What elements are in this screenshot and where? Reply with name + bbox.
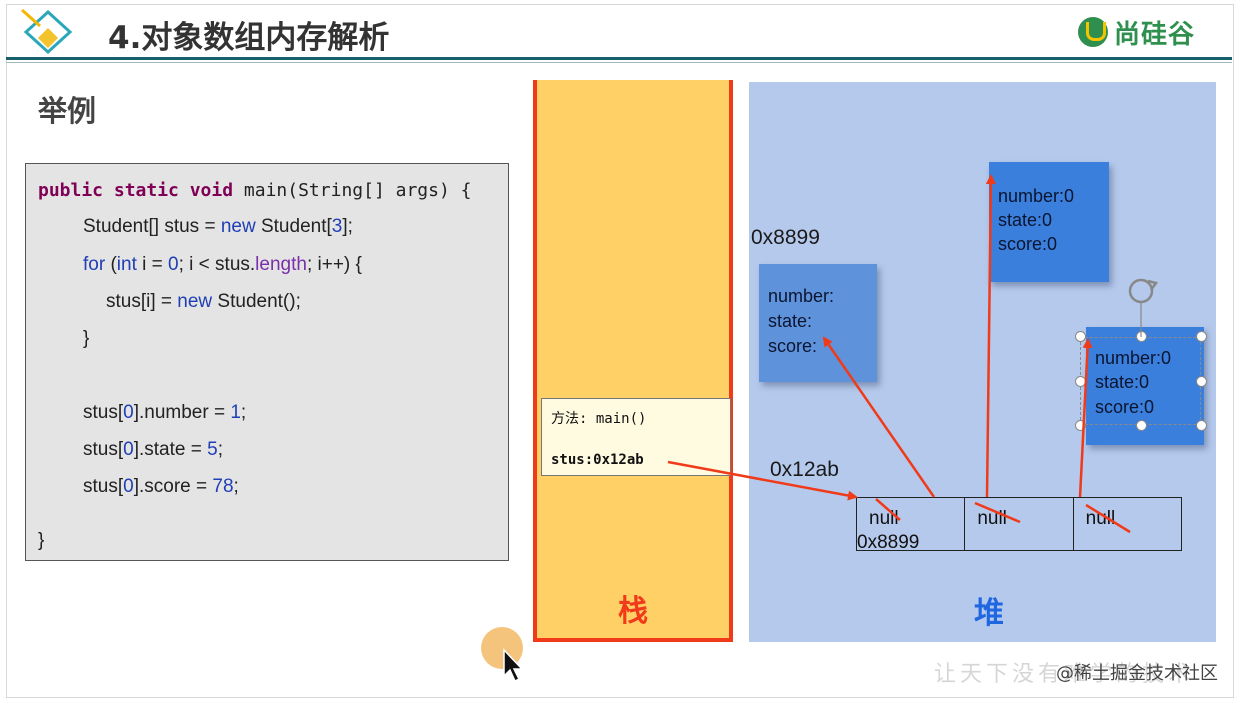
code-line-7: stus[0].state = 5; xyxy=(83,439,223,460)
object-field-state: state:0 xyxy=(998,210,1053,230)
cell-address: 0x8899 xyxy=(857,532,920,553)
mouse-cursor-icon xyxy=(503,648,524,683)
logo-diamond-icon xyxy=(21,8,73,55)
object-field-state: state:0 xyxy=(1095,372,1150,392)
resize-handle[interactable] xyxy=(1136,420,1147,431)
array-address-label: 0x12ab xyxy=(770,458,839,481)
object-field-number: number:0 xyxy=(998,186,1075,206)
code-line-1: public static void main(String[] args) { xyxy=(38,180,472,201)
brand-name: 尚硅谷 xyxy=(1114,19,1196,50)
code-line-8: stus[0].score = 78; xyxy=(83,476,239,497)
cell1-to-object2-arrow xyxy=(985,174,996,498)
code-line-4: stus[i] = new Student(); xyxy=(106,291,301,312)
strike-null-2 xyxy=(1085,503,1131,534)
object-field-state: state: xyxy=(768,311,813,331)
resize-handle[interactable] xyxy=(1075,420,1086,431)
resize-handle[interactable] xyxy=(1196,420,1207,431)
student-object-2: number:0 state:0 score:0 xyxy=(989,162,1109,282)
rotate-handle-icon[interactable] xyxy=(1128,278,1159,304)
object-field-score: score: xyxy=(768,336,818,356)
header-rule xyxy=(6,57,1232,60)
code-line-3: for (int i = 0; i < stus.length; i++) { xyxy=(83,254,362,275)
brand-logo-icon xyxy=(1078,17,1108,47)
section-label: 举例 xyxy=(38,94,97,128)
frame-variable: stus:0x12ab xyxy=(551,452,644,468)
code-line-2: Student[] stus = new Student[3]; xyxy=(83,216,353,237)
stack-label: 栈 xyxy=(618,594,648,629)
code-line-9: } xyxy=(38,530,45,551)
heap-label: 堆 xyxy=(974,596,1004,631)
strike-null-1 xyxy=(974,501,1021,524)
strike-null-0 xyxy=(875,498,901,521)
object-field-score: score:0 xyxy=(998,234,1058,254)
cell0-to-object1-arrow xyxy=(822,336,936,498)
cell-value: null xyxy=(1085,508,1116,529)
slide-title: 4.对象数组内存解析 xyxy=(108,20,390,56)
frame-method: 方法: main() xyxy=(551,411,647,427)
resize-handle[interactable] xyxy=(1075,331,1086,342)
brand: 尚硅谷 xyxy=(1078,14,1195,50)
cell2-to-object3-arrow xyxy=(1078,338,1093,498)
resize-handle[interactable] xyxy=(1196,331,1207,342)
code-line-6: stus[0].number = 1; xyxy=(83,402,247,423)
resize-handle[interactable] xyxy=(1196,376,1207,387)
object-field-number: number:0 xyxy=(1095,348,1172,368)
student-array: null 0x8899 null null xyxy=(856,497,1182,553)
stack-area xyxy=(533,80,733,642)
student-object-1: number: state: score: xyxy=(759,264,877,382)
object-address-label: 0x8899 xyxy=(751,226,820,249)
array-cell-2: null xyxy=(1074,498,1181,550)
header-rule-thin xyxy=(6,62,1232,63)
code-block: public static void main(String[] args) {… xyxy=(25,163,509,561)
code-line-5: } xyxy=(83,328,90,349)
main-stack-frame: 方法: main() stus:0x12ab xyxy=(541,398,731,476)
site-watermark: @稀土掘金技术社区 xyxy=(1056,663,1218,684)
object-field-number: number: xyxy=(768,286,835,306)
object-field-score: score:0 xyxy=(1095,397,1155,417)
stack-to-array-arrow xyxy=(667,460,858,501)
faint-watermark: 让天下没有难学的技术 xyxy=(934,662,1195,687)
